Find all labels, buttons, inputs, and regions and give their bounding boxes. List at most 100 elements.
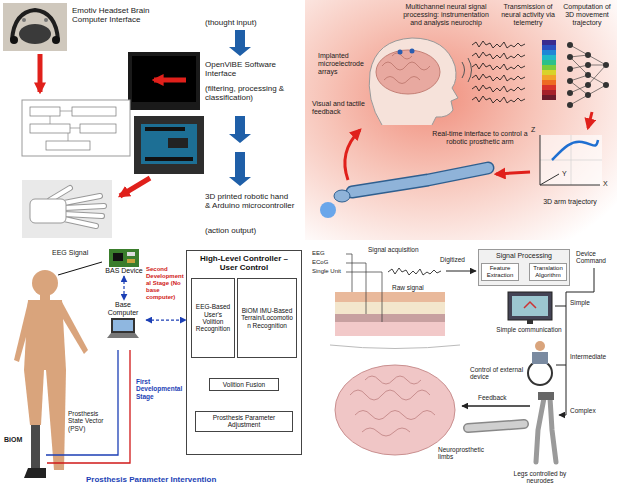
axis-label: Z: [531, 126, 539, 134]
head-cross-section: [335, 292, 445, 302]
human-figure: [14, 302, 33, 362]
neural-network: [567, 42, 609, 108]
board-icon: [109, 249, 139, 267]
neural-network: [567, 90, 573, 96]
arduino-photo: [141, 124, 197, 164]
box-text: EEG-Based User's Volition Recognition: [195, 303, 231, 333]
human-figure: [32, 270, 58, 296]
device-board: BAS Device: [104, 248, 144, 276]
neural-network: [585, 62, 591, 68]
human-figure: [24, 468, 46, 478]
head-illustration: [382, 53, 430, 84]
flow-arrow: [588, 112, 592, 128]
neural-signals: [472, 85, 525, 92]
arduino-photo: [134, 116, 204, 174]
neural-network: [603, 62, 609, 68]
software-screen: [154, 78, 186, 83]
box-text: Translation Algorithm: [532, 265, 564, 279]
callout-text: Simple communication: [496, 326, 562, 333]
color-bars: [542, 55, 556, 60]
color-bars: [542, 75, 556, 80]
flow-arrow: [345, 112, 592, 180]
signal-name: Digitized: [440, 256, 476, 263]
headset-photo: [44, 18, 48, 22]
raw-signal: [388, 268, 441, 275]
head-cross-section: [335, 314, 445, 322]
process-box: Feature Extraction: [481, 263, 519, 281]
headset-photo: [10, 36, 18, 44]
block-diagram-screenshot: [30, 107, 60, 116]
arduino-photo: [145, 127, 185, 131]
block-diagram-screenshot: [22, 100, 130, 156]
part-name: EEG: [312, 250, 344, 257]
neural-network: [567, 66, 573, 72]
processing-group: Signal ProcessingFeature Extraction Trans…: [478, 249, 570, 286]
flow-arrow: [446, 271, 476, 272]
flow-arrow: [345, 130, 360, 180]
laptop-icon: [113, 320, 133, 331]
box-text: Feature Extraction: [484, 265, 516, 279]
flow-arrow: [229, 30, 251, 56]
annotation: (thought input): [205, 18, 295, 27]
laptop-icon: [106, 317, 140, 339]
head-illustration: [398, 50, 403, 55]
part-name: Single Unit: [312, 268, 344, 275]
flow-arrow: [446, 268, 594, 415]
neural-signals: [472, 41, 525, 103]
step-title: OpenViBE Software Interface: [205, 60, 295, 78]
part-name: ECoG: [312, 259, 344, 266]
color-bars: [542, 50, 556, 55]
prosthetic-arm: [352, 168, 488, 192]
leader-line: [346, 272, 382, 322]
neural-signals: [472, 96, 525, 103]
process-box: Prosthesis Parameter Adjustment: [195, 411, 293, 432]
trajectory-plot: [540, 135, 602, 185]
callout-text: Transmission of neural activity via tele…: [498, 3, 558, 27]
software-screen: [132, 56, 196, 102]
robotic-hand-photo: [30, 199, 66, 223]
human-figure: [60, 302, 88, 354]
block-diagram-screenshot: [80, 124, 116, 133]
color-bars: [542, 95, 556, 100]
arduino-photo: [134, 116, 204, 174]
color-bars: [542, 85, 556, 90]
board-icon: [127, 259, 135, 263]
block-diagram-screenshot: [30, 124, 70, 133]
group-heading: Signal Processing: [481, 252, 567, 260]
box-text: Volition Fusion: [213, 381, 275, 388]
color-bars: [542, 80, 556, 85]
neural-network: [603, 82, 609, 88]
block-diagram-screenshot: [50, 111, 80, 141]
block-diagram-screenshot: [22, 100, 130, 156]
step-title: 3D printed robotic hand & Arduino microc…: [205, 192, 295, 210]
leg-prosthesis-icon: [536, 398, 556, 462]
color-bars: [542, 90, 556, 95]
prosthetic-arm: [334, 190, 350, 202]
box-text: Prosthesis Parameter Adjustment: [199, 414, 289, 429]
wheelchair-icon: [528, 341, 552, 385]
monitor-icon: [508, 292, 552, 324]
callout-text: Computation of 3D movement trajectory: [562, 3, 612, 27]
axis-label: Y: [562, 170, 570, 178]
prosthetic-arm: [320, 202, 336, 218]
connector: [123, 276, 124, 300]
neural-network: [567, 54, 573, 60]
flow-arrow: [566, 268, 594, 415]
trajectory-plot: [540, 135, 602, 185]
color-bars: [542, 40, 556, 45]
head-illustration: [369, 38, 458, 125]
monitor-icon: [527, 320, 533, 324]
neural-signals: [472, 74, 525, 81]
flow-arrow: [38, 54, 43, 92]
robotic-hand-photo: [22, 180, 112, 238]
wheelchair-icon: [535, 341, 545, 351]
branch-label: Complex: [570, 407, 610, 414]
head-cross-section: [335, 322, 445, 336]
axis-label: X: [603, 180, 613, 188]
leg-prosthesis-icon: [536, 392, 556, 462]
callout-text: Legs controlled by neurodes: [500, 470, 580, 485]
raw-signal: [388, 268, 441, 275]
head-cross-section: [335, 365, 455, 455]
